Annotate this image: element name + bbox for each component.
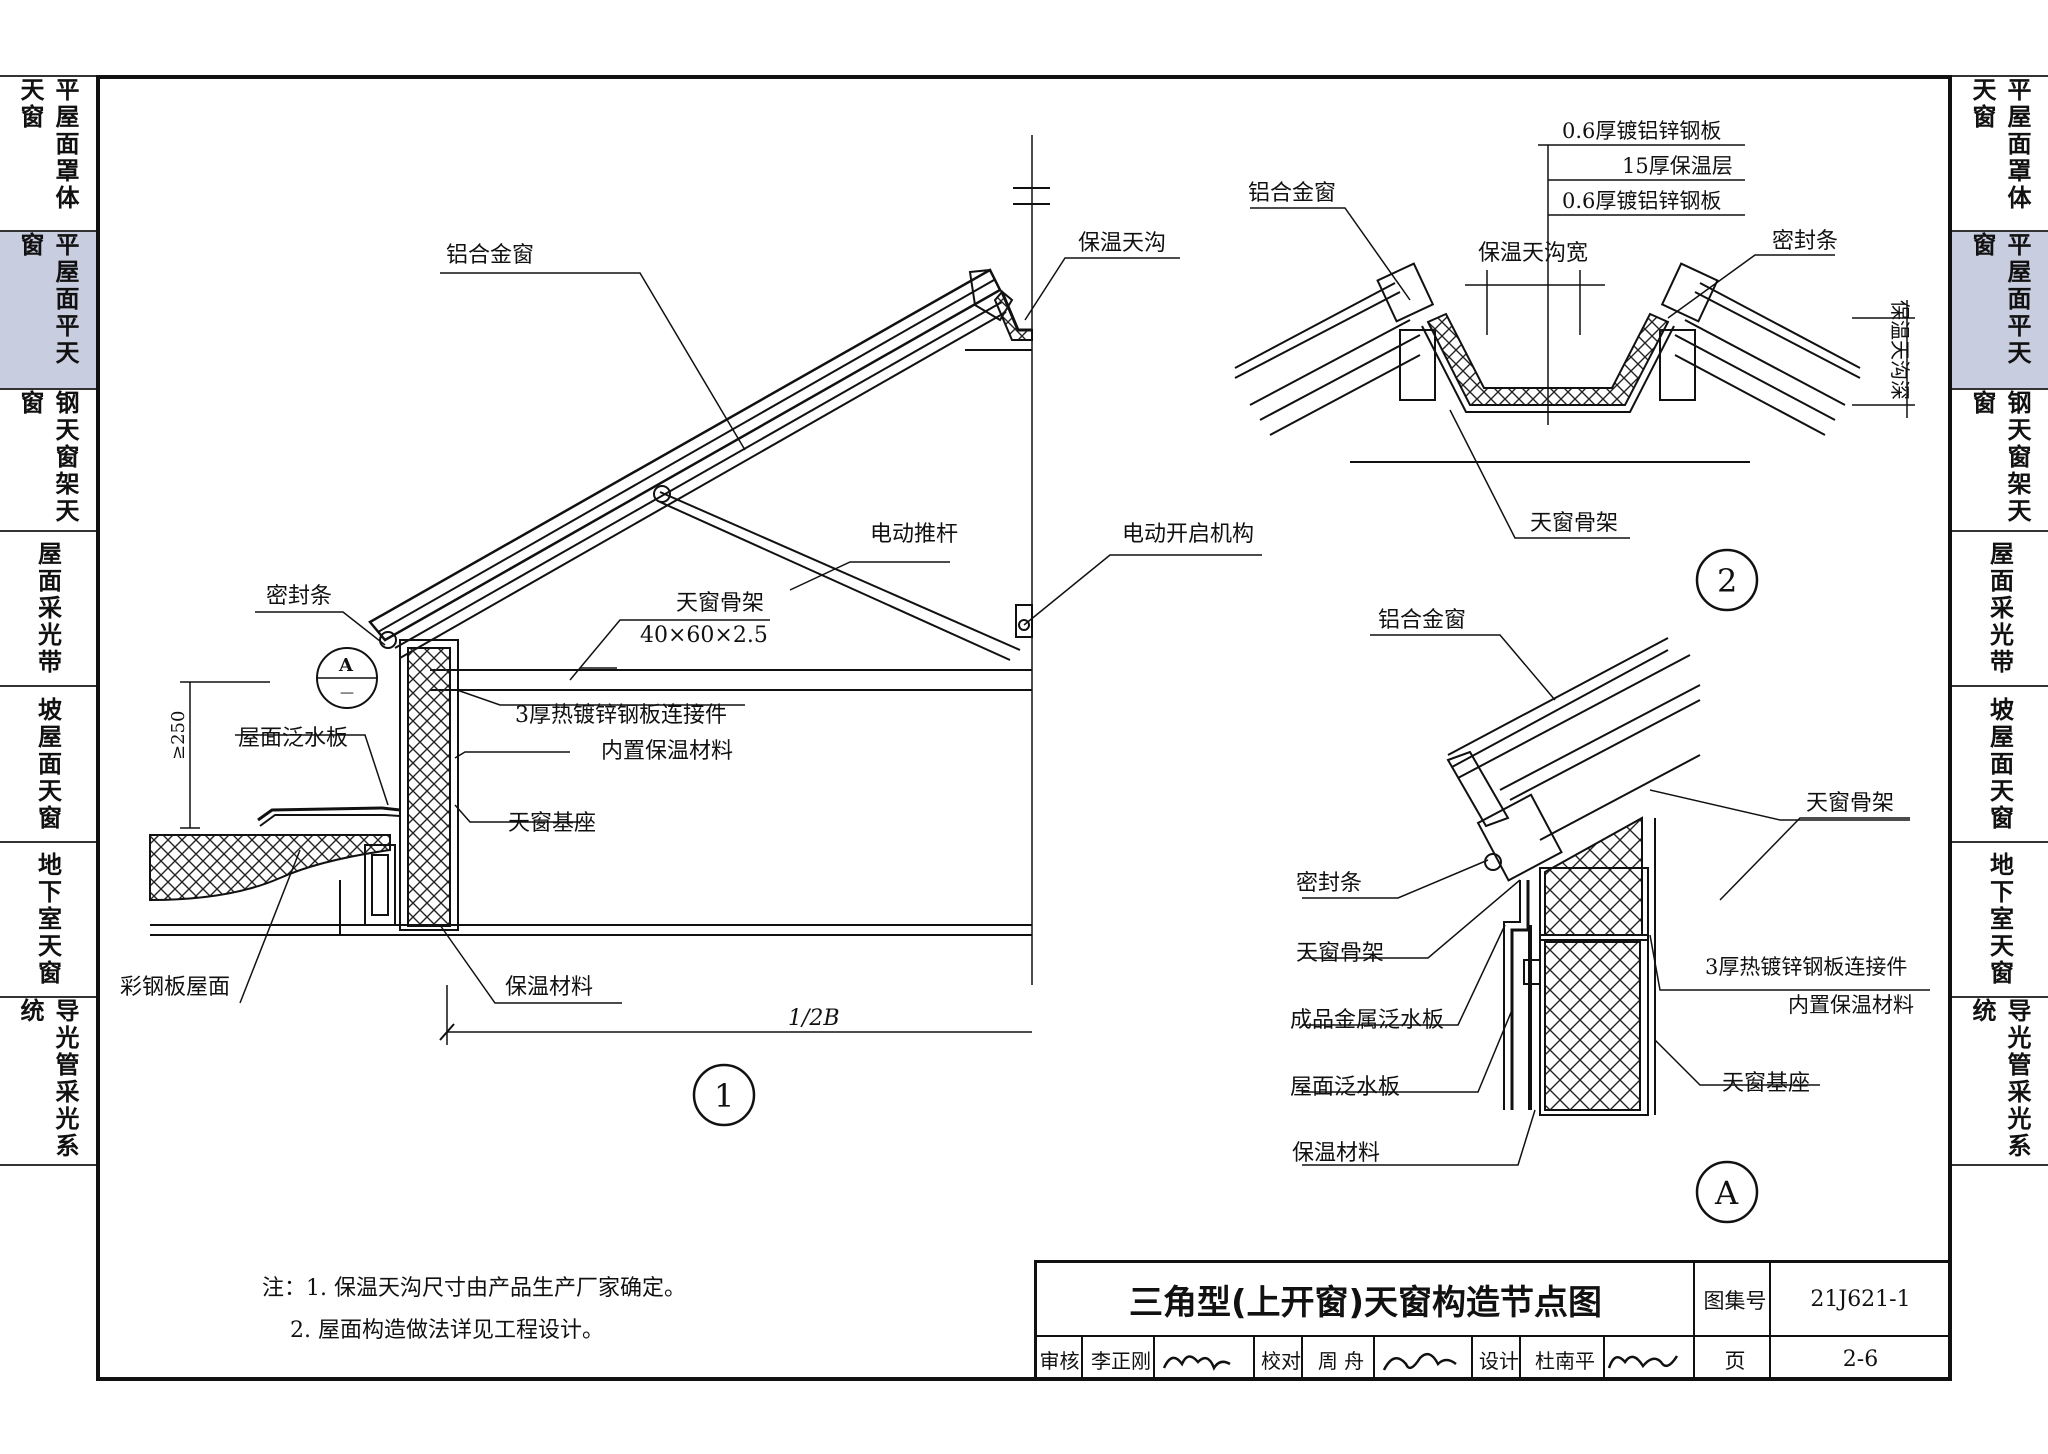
drawing-title: 三角型(上开窗)天窗构造节点图 [1128, 1283, 1603, 1323]
left-nav-tab-label: 平屋面平天窗 [16, 232, 79, 367]
label-skylight-frame: 天窗骨架 [676, 591, 764, 616]
right-nav-tab-label: 屋面采光带 [1985, 541, 2014, 676]
label-aluminum-window: 铝合金窗 [446, 243, 534, 268]
right-category-nav: 平屋面罩体天窗平屋面平天窗钢天窗架天窗屋面采光带坡屋面天窗地下室天窗导光管采光系… [1952, 75, 2048, 1166]
checker-name: 周 舟 [1317, 1349, 1365, 1373]
label-connector-insulation-A: 内置保温材料 [1788, 993, 1914, 1017]
detail-number-circle-2 [1695, 548, 1759, 612]
right-nav-tab-5[interactable]: 坡屋面天窗 [1952, 687, 2048, 843]
label-electric-rod: 电动推杆 [870, 522, 958, 547]
atlas-no-label: 图集号 [1703, 1288, 1767, 1313]
left-nav-tab-5[interactable]: 坡屋面天窗 [0, 687, 96, 843]
designer-name: 杜南平 [1535, 1349, 1595, 1373]
left-nav-tab-label: 平屋面罩体天窗 [16, 77, 79, 212]
right-nav-tab-1[interactable]: 平屋面罩体天窗 [1952, 77, 2048, 232]
notes: 注：1. 保温天沟尺寸由产品生产厂家确定。 2. 屋面构造做法详见工程设计。 [262, 1268, 686, 1352]
note-1: 注：1. 保温天沟尺寸由产品生产厂家确定。 [262, 1276, 686, 1301]
right-nav-tab-3[interactable]: 钢天窗架天窗 [1952, 390, 2048, 532]
label-skylight-base: 天窗基座 [508, 811, 596, 836]
label-gutter-depth: 保温天沟深 [1888, 300, 1912, 400]
label-steel-bottom: 0.6厚镀铝锌钢板 [1562, 189, 1721, 213]
left-nav-tab-label: 导光管采光系统 [16, 998, 79, 1160]
label-skylight-frame-2: 天窗骨架 [1530, 511, 1618, 536]
detail-number-circle-A [1695, 1160, 1759, 1224]
label-connector-insulation: 内置保温材料 [601, 739, 733, 764]
detail-letter-A: A [1714, 1174, 1739, 1212]
label-steel-roof: 彩钢板屋面 [120, 975, 230, 1000]
label-skylight-frame-A-left: 天窗骨架 [1296, 941, 1384, 966]
callout-A-letter: A [338, 655, 354, 676]
label-electric-mechanism: 电动开启机构 [1122, 522, 1254, 547]
label-roof-flashing: 屋面泛水板 [238, 726, 348, 751]
left-category-nav: 平屋面罩体天窗平屋面平天窗钢天窗架天窗屋面采光带坡屋面天窗地下室天窗导光管采光系… [0, 75, 96, 1166]
check-label: 校对 [1261, 1349, 1301, 1373]
label-insulation-A: 保温材料 [1292, 1141, 1380, 1166]
left-nav-tab-label: 坡屋面天窗 [33, 696, 62, 832]
left-nav-tab-label: 钢天窗架天窗 [16, 390, 79, 525]
label-roof-flashing-A: 屋面泛水板 [1290, 1075, 1400, 1100]
label-frame-size: 40×60×2.5 [640, 623, 768, 648]
drawing-frame [96, 75, 1952, 1381]
right-nav-tab-label: 钢天窗架天窗 [1968, 390, 2031, 525]
label-skylight-frame-A-right: 天窗骨架 [1806, 791, 1894, 816]
label-connector: 3厚热镀锌钢板连接件 [515, 703, 727, 728]
left-nav-tab-7[interactable]: 导光管采光系统 [0, 998, 96, 1166]
right-nav-tab-label: 平屋面罩体天窗 [1968, 77, 2031, 212]
left-nav-tab-2[interactable]: 平屋面平天窗 [0, 232, 96, 390]
label-steel-top: 0.6厚镀铝锌钢板 [1562, 119, 1721, 143]
review-label: 审核 [1039, 1349, 1080, 1373]
left-nav-tab-1[interactable]: 平屋面罩体天窗 [0, 77, 96, 232]
label-insulation: 保温材料 [505, 975, 593, 1000]
right-nav-tab-label: 坡屋面天窗 [1985, 696, 2014, 832]
label-connector-A: 3厚热镀锌钢板连接件 [1705, 955, 1907, 979]
design-label: 设计 [1479, 1349, 1519, 1373]
label-min-height: ≥250 [168, 711, 189, 760]
right-nav-tab-6[interactable]: 地下室天窗 [1952, 843, 2048, 998]
right-nav-tab-2[interactable]: 平屋面平天窗 [1952, 232, 2048, 390]
label-insulation-layer: 15厚保温层 [1622, 154, 1733, 178]
detail-number-circle-1 [692, 1063, 756, 1127]
reviewer-name: 李正刚 [1091, 1349, 1151, 1373]
right-nav-tab-label: 平屋面平天窗 [1968, 232, 2031, 367]
label-skylight-base-A: 天窗基座 [1722, 1071, 1810, 1096]
callout-A-sheet: — [340, 685, 354, 701]
right-nav-tab-label: 导光管采光系统 [1968, 998, 2031, 1160]
label-seal-strip-2: 密封条 [1772, 229, 1838, 254]
title-block: 三角型(上开窗)天窗构造节点图 图集号 21J621-1 页 2-6 审核 李正… [1034, 1260, 1948, 1377]
label-half-span: 1/2B [788, 1006, 840, 1031]
label-seal-strip: 密封条 [266, 584, 332, 609]
label-insulated-gutter: 保温天沟 [1078, 231, 1166, 256]
detail-number-2: 2 [1717, 562, 1737, 600]
detail-A [1302, 634, 1930, 1166]
label-gutter-width: 保温天沟宽 [1478, 241, 1588, 266]
left-nav-tab-4[interactable]: 屋面采光带 [0, 532, 96, 687]
left-nav-tab-label: 地下室天窗 [33, 852, 62, 987]
callout-A-detail1[interactable] [316, 647, 378, 709]
right-nav-tab-label: 地下室天窗 [1985, 852, 2014, 987]
page-label: 页 [1724, 1348, 1746, 1373]
label-metal-flashing: 成品金属泛水板 [1290, 1008, 1444, 1033]
detail-2 [1234, 144, 1915, 539]
detail-1 [149, 135, 1262, 1045]
left-nav-tab-label: 屋面采光带 [33, 541, 62, 676]
right-nav-tab-4[interactable]: 屋面采光带 [1952, 532, 2048, 687]
left-nav-tab-6[interactable]: 地下室天窗 [0, 843, 96, 998]
label-seal-strip-A: 密封条 [1296, 871, 1362, 896]
detail-number-1: 1 [714, 1077, 734, 1115]
atlas-no: 21J621-1 [1810, 1287, 1911, 1312]
label-aluminum-window-A: 铝合金窗 [1378, 608, 1466, 633]
label-aluminum-window-2: 铝合金窗 [1248, 181, 1336, 206]
note-2: 2. 屋面构造做法详见工程设计。 [262, 1318, 604, 1343]
page-no: 2-6 [1842, 1347, 1879, 1372]
right-nav-tab-7[interactable]: 导光管采光系统 [1952, 998, 2048, 1166]
left-nav-tab-3[interactable]: 钢天窗架天窗 [0, 390, 96, 532]
